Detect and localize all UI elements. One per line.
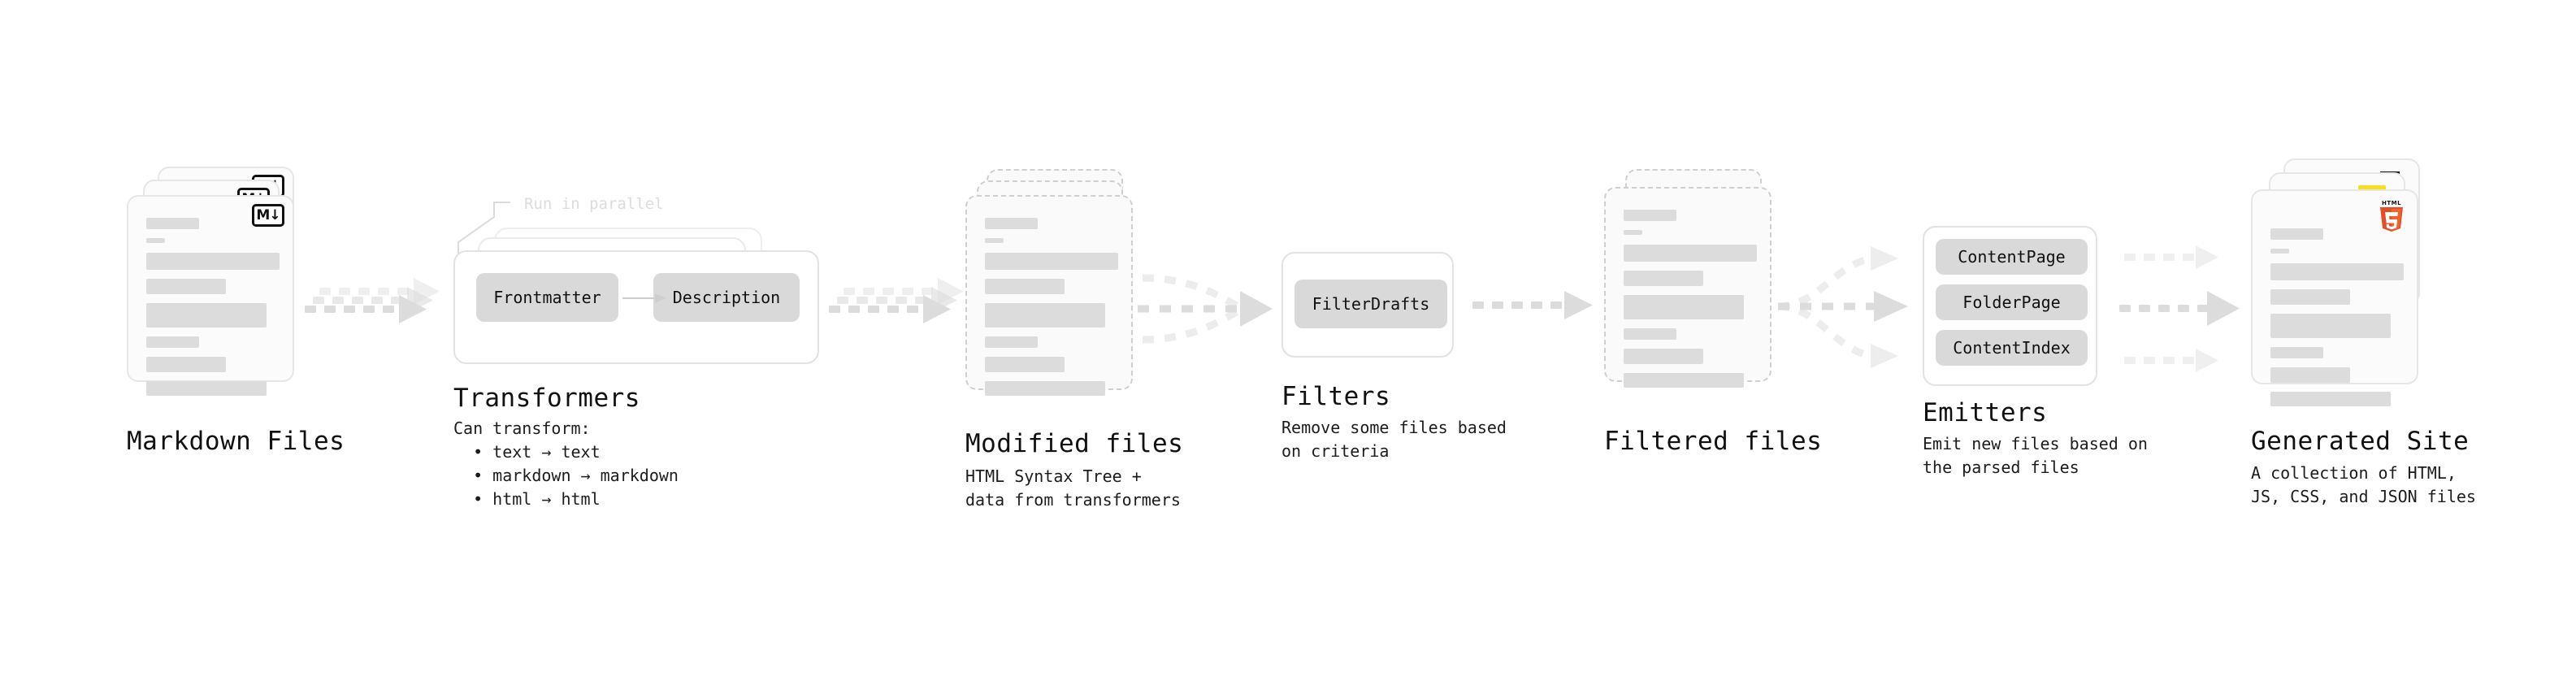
markdown-files-stack: M↓ M↓ M↓ [127,167,314,427]
emitter-chip-contentpage[interactable]: ContentPage [1936,239,2088,275]
content-bar [146,238,165,243]
filtered-files-stack [1604,169,1791,429]
content-bar [146,357,226,372]
content-bar [985,336,1038,348]
content-bar [985,357,1065,372]
run-in-parallel-bracket [458,202,510,254]
modified-files-title: Modified files [965,429,1184,458]
filtered-card-front[interactable] [1604,187,1772,388]
modified-card-front[interactable] [965,195,1133,396]
content-bar [146,279,226,294]
content-bar [146,218,199,229]
content-bar [1624,210,1676,221]
generated-site-stack: CSS HTML [2251,158,2446,427]
content-bar [2270,392,2391,406]
filters-description: Remove some files based on criteria [1281,418,1507,461]
connector-emitters-to-site [2119,245,2240,372]
modified-card-content [985,218,1118,405]
markdown-icon: M↓ [252,204,284,227]
emitter-chip-folderpage[interactable]: FolderPage [1936,284,2088,320]
connector-filtered-to-emitters [1777,246,1908,368]
emitters-group[interactable]: ContentPage FolderPage ContentIndex [1923,226,2097,386]
content-bar [985,303,1105,327]
content-bar [2270,289,2350,305]
content-bar [1624,373,1744,388]
content-bar [2270,314,2391,338]
content-bar [1624,295,1744,319]
transformer-chip-description[interactable]: Description [653,273,800,322]
generated-site-description: A collection of HTML, JS, CSS, and JSON … [2251,463,2476,506]
content-bar [1624,230,1642,235]
filters-title: Filters [1281,382,1391,411]
svg-text:HTML: HTML [2382,200,2401,206]
filter-chip-filterdrafts[interactable]: FilterDrafts [1295,280,1447,328]
content-bar [985,253,1118,270]
content-bar [146,303,267,327]
content-bar [985,218,1038,229]
content-bar [2270,367,2350,383]
content-bar [146,336,199,348]
generated-site-title: Generated Site [2251,427,2470,456]
content-bar [146,253,280,270]
html5-icon: HTML [2376,197,2407,233]
transformers-description: Can transform: • text → text • markdown … [453,419,679,509]
connector-filters-to-filtered [1472,291,1593,319]
transformers-title: Transformers [453,384,640,413]
content-bar [146,381,267,396]
markdown-files-title: Markdown Files [127,427,345,456]
content-bar [1624,328,1676,340]
content-bar [985,238,1004,243]
markdown-card-content [146,218,280,405]
transformer-arrow-icon [622,293,666,303]
content-bar [2270,347,2323,358]
markdown-card-front[interactable]: M↓ [127,195,294,396]
content-bar [1624,245,1757,262]
transformers-group[interactable]: Frontmatter Description [453,250,819,364]
content-bar [985,279,1065,294]
filtered-card-content [1624,210,1757,397]
content-bar [1624,271,1703,286]
content-bar [2270,249,2289,254]
filters-group[interactable]: FilterDrafts [1281,252,1454,358]
run-in-parallel-label: Run in parallel [524,195,664,213]
connector-markdown-to-transformers [305,278,440,323]
content-bar [1624,349,1703,364]
modified-files-stack [965,169,1152,429]
emitters-title: Emitters [1923,398,2048,427]
connector-transformers-to-modified [829,278,964,323]
content-bar [985,381,1105,396]
connector-modified-to-filters [1138,274,1273,344]
site-card-front-html[interactable]: HTML [2251,189,2418,406]
content-bar [2270,263,2404,280]
filtered-files-title: Filtered files [1604,427,1823,456]
emitters-description: Emit new files based on the parsed files [1923,434,2148,477]
content-bar [2270,228,2323,240]
emitter-chip-contentindex[interactable]: ContentIndex [1936,330,2088,366]
modified-files-description: HTML Syntax Tree + data from transformer… [965,466,1181,510]
site-card-content [2270,228,2404,415]
transformer-chip-frontmatter[interactable]: Frontmatter [476,273,618,322]
